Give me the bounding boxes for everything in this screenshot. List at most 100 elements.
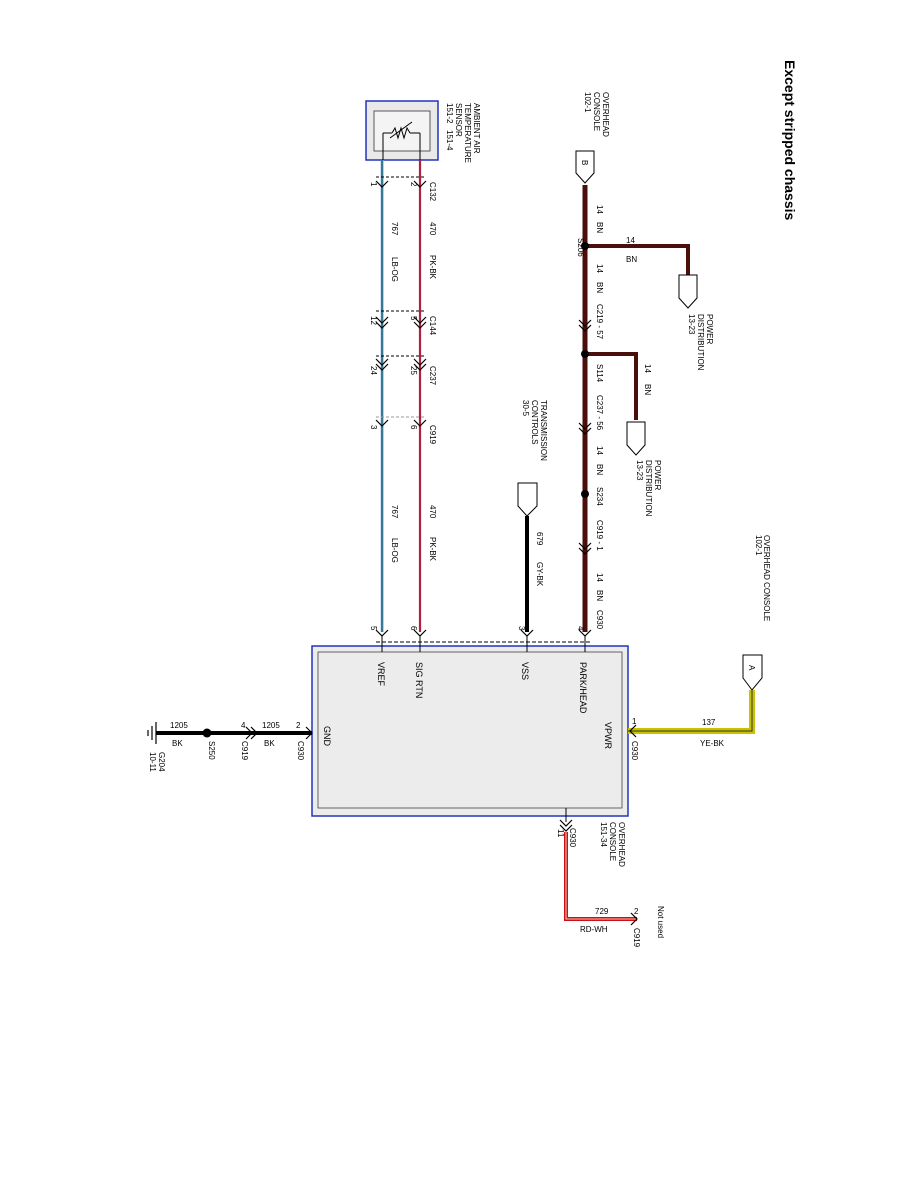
bn-gauge-1: 14 (595, 205, 604, 214)
pin-label-sig-rtn: SIG RTN (414, 662, 424, 698)
pk-pin-module: 6 (409, 626, 418, 631)
pd1-gauge: 14 (626, 236, 635, 245)
vss-color: GY-BK (535, 562, 544, 587)
ambient-air-temperature-sensor: AMBIENT AIR TEMPERATURE SENSOR 151-2 151… (365, 100, 481, 163)
pk-color-2: PK-BK (428, 537, 437, 562)
gnd-connector-c930: C930 (296, 741, 305, 761)
lb-pin-c919: 3 (369, 425, 378, 430)
inline-connectors: C132 C144 C237 C919 (375, 176, 590, 643)
bottom-console-ref: 151-34 (599, 822, 608, 847)
pk-circuit-2: 470 (428, 505, 437, 519)
connector-c919-brown-label: C919 - 1 (595, 520, 604, 551)
lb-circuit-1: 767 (390, 222, 399, 236)
pd2-color: BN (643, 384, 652, 395)
gnd-pin-c919: 4 (241, 721, 246, 730)
bn-color-4: BN (595, 590, 604, 601)
connector-c219-label: C219 - 57 (595, 304, 604, 340)
gnd-pin-c930: 2 (296, 721, 301, 730)
sensor-name-line-2: TEMPERATURE (463, 103, 472, 163)
bottom-console-line-2: CONSOLE (608, 822, 617, 861)
connector-c930-brown-label: C930 (595, 610, 604, 630)
gnd-circuit-2: 1205 (170, 721, 188, 730)
right-console-connector-letter: A (747, 665, 756, 671)
connector-c919-label: C919 (428, 425, 437, 445)
pd1-ref: 13-23 (687, 314, 696, 335)
bn-color-1: BN (595, 222, 604, 233)
transmission-line-1: TRANSMISSION (539, 400, 548, 461)
pin-label-vpwr: VPWR (603, 722, 613, 750)
pd2-name-line-1: POWER (653, 460, 662, 490)
bn-gauge-2: 14 (595, 264, 604, 273)
vpwr-circuit: 1 137 YE-BK C930 (628, 690, 755, 761)
connector-c237-label: C237 (428, 366, 437, 386)
lb-circuit-2: 767 (390, 505, 399, 519)
pk-pin-c919: 6 (409, 425, 418, 430)
vpwr-circuit-number: 137 (702, 718, 716, 727)
ground-g204-label: G204 (157, 752, 166, 772)
page-title: Except stripped chassis (782, 60, 798, 221)
pin-label-gnd: GND (322, 726, 332, 747)
top-overhead-console: OVERHEAD CONSOLE 102-1 B (575, 92, 610, 184)
top-console-line-2: CONSOLE (592, 92, 601, 131)
splice-s250-label: S250 (207, 741, 216, 760)
lb-pin-module: 5 (369, 626, 378, 631)
rdwh-pin-c930: 11 (556, 829, 565, 838)
bottom-console-line-1: OVERHEAD (617, 822, 626, 867)
right-overhead-console: OVERHEAD CONSOLE 102-1 A (742, 535, 771, 691)
ground-symbol (147, 722, 157, 744)
pk-pin-c132: 2 (409, 182, 418, 187)
sensor-ref-2: 151-4 (445, 130, 454, 151)
ground-ref: 10-11 (148, 752, 157, 772)
power-distribution-2: POWER DISTRIBUTION 13-23 (626, 421, 662, 517)
transmission-line-2: CONTROLS (530, 400, 539, 444)
rdwh-not-used: Not used (656, 906, 665, 938)
pk-pin-c237: 25 (409, 366, 418, 375)
lb-color-2: LB-OG (390, 538, 399, 563)
lb-pin-c144: 12 (369, 316, 378, 325)
bn-gauge-4: 14 (595, 573, 604, 582)
blue-circuit: 767 LB-OG 767 LB-OG 1 12 24 3 5 (369, 160, 399, 632)
lb-pin-c237: 24 (369, 366, 378, 375)
gnd-circuit-1: 1205 (262, 721, 280, 730)
brown-circuit: 14 BN S206 14 BN C219 - 57 S114 C237 - 5… (576, 185, 690, 637)
rdwh-circuit-number: 729 (595, 907, 609, 916)
gnd-connector-c919: C919 (240, 741, 249, 761)
pd1-name-line-2: DISTRIBUTION (696, 314, 705, 371)
vss-pin: 3 (517, 626, 526, 631)
sensor-name-line-1: AMBIENT AIR (472, 103, 481, 154)
gnd-color-1: BK (264, 739, 275, 748)
rdwh-connector-c919: C919 (632, 928, 641, 948)
pd1-name-line-1: POWER (705, 314, 714, 344)
splice-s234 (581, 490, 589, 498)
top-console-connector-letter: B (580, 160, 589, 165)
rdwh-color: RD-WH (580, 925, 608, 934)
sensor-ref-1: 151-2 (445, 103, 454, 124)
pin-label-vref: VREF (376, 662, 386, 687)
right-console-ref: 102-1 (754, 535, 763, 556)
pk-color-1: PK-BK (428, 255, 437, 280)
top-console-line-1: OVERHEAD (601, 92, 610, 137)
vpwr-connector: C930 (630, 741, 639, 761)
splice-s206 (581, 242, 589, 250)
splice-s206-label: S206 (576, 238, 585, 257)
power-distribution-1: POWER DISTRIBUTION 13-23 (678, 274, 714, 371)
overhead-console-module: PARK/HEAD VSS SIG RTN VREF VPWR GND (311, 636, 629, 817)
connector-c237-brown-label: C237 - 56 (595, 395, 604, 431)
vss-gauge: 679 (535, 532, 544, 546)
gnd-circuit: 1205 BK 1205 BK 2 C930 4 C919 S250 G204 … (147, 721, 313, 772)
bn-color-2: BN (595, 282, 604, 293)
pk-pin-c144: 5 (409, 316, 418, 321)
splice-s114-label: S114 (595, 364, 604, 383)
connector-c132-label: C132 (428, 182, 437, 202)
rdwh-pin-c919: 2 (634, 907, 639, 916)
splice-s250 (202, 728, 212, 738)
pk-circuit-1: 470 (428, 222, 437, 236)
pin-label-vss: VSS (520, 662, 530, 680)
transmission-ref: 30-5 (521, 400, 530, 417)
vpwr-color: YE-BK (700, 739, 725, 748)
brown-pin: 4 (576, 626, 585, 631)
pd2-ref: 13-23 (635, 460, 644, 481)
splice-s234-label: S234 (595, 487, 604, 506)
lb-pin-c132: 1 (369, 182, 378, 187)
